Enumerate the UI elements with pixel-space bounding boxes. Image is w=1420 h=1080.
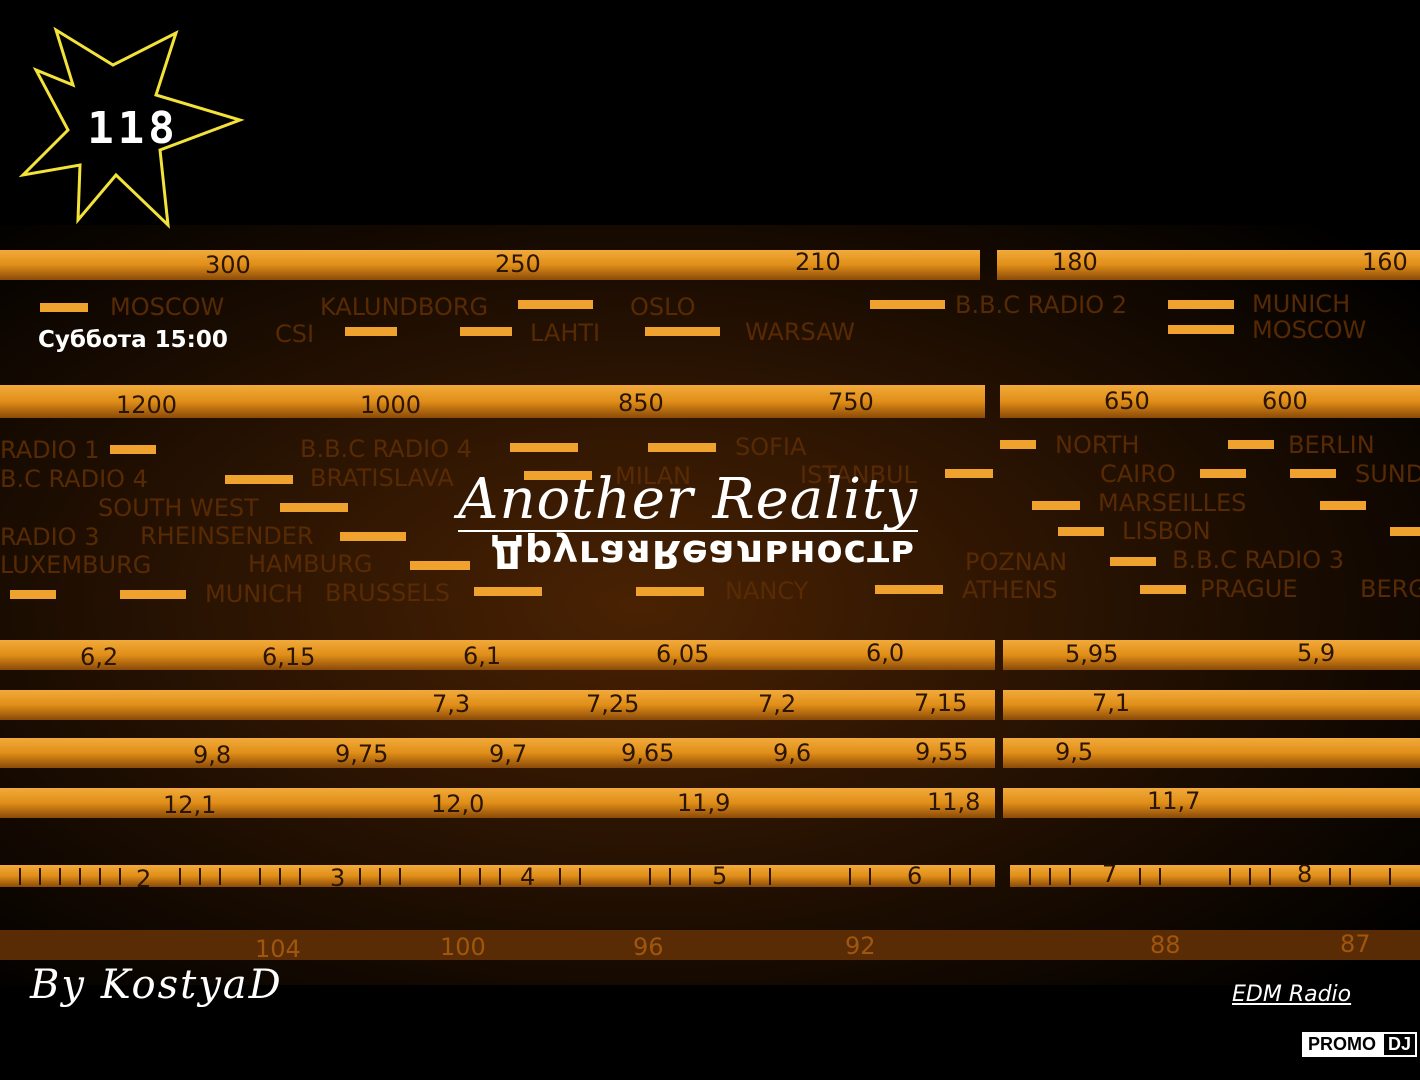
svg-text:LAHTI: LAHTI (530, 319, 600, 347)
svg-text:6,0: 6,0 (866, 639, 904, 667)
svg-text:300: 300 (205, 251, 251, 279)
svg-text:11,8: 11,8 (927, 788, 980, 816)
svg-text:2: 2 (136, 865, 151, 893)
svg-text:6,15: 6,15 (262, 643, 315, 671)
svg-text:7: 7 (1102, 860, 1117, 888)
svg-text:92: 92 (845, 932, 876, 960)
logo-right: DJ (1382, 1032, 1418, 1057)
svg-text:SOFIA: SOFIA (735, 433, 807, 461)
svg-text:6: 6 (907, 862, 922, 890)
svg-text:1200: 1200 (116, 391, 177, 419)
svg-text:LISBON: LISBON (1122, 517, 1211, 545)
svg-text:POZNAN: POZNAN (965, 548, 1067, 576)
svg-text:9,6: 9,6 (773, 739, 811, 767)
svg-text:B.B.C RADIO 3: B.B.C RADIO 3 (1172, 546, 1344, 574)
svg-text:BERLIN: BERLIN (1288, 431, 1375, 459)
svg-text:5,95: 5,95 (1065, 640, 1118, 668)
svg-text:LUXEMBURG: LUXEMBURG (0, 551, 151, 579)
svg-text:9,8: 9,8 (193, 741, 231, 769)
show-title: Another Reality (458, 467, 919, 532)
svg-text:MOSCOW: MOSCOW (110, 293, 224, 321)
svg-text:B.B.C RADIO 2: B.B.C RADIO 2 (955, 291, 1127, 319)
svg-text:4: 4 (520, 863, 535, 891)
svg-text:12,0: 12,0 (431, 790, 484, 818)
svg-text:6,05: 6,05 (656, 640, 709, 668)
svg-text:SOUTH WEST: SOUTH WEST (98, 494, 259, 522)
svg-text:7,1: 7,1 (1092, 689, 1130, 717)
svg-text:MARSEILLES: MARSEILLES (1098, 489, 1246, 517)
svg-text:9,75: 9,75 (335, 740, 388, 768)
svg-text:B.C RADIO 4: B.C RADIO 4 (0, 465, 148, 493)
svg-text:750: 750 (828, 388, 874, 416)
svg-text:600: 600 (1262, 387, 1308, 415)
svg-text:87: 87 (1340, 930, 1371, 958)
svg-text:210: 210 (795, 248, 841, 276)
svg-text:RADIO 1: RADIO 1 (0, 436, 99, 464)
schedule-time: Суббота 15:00 (38, 327, 228, 353)
svg-text:8: 8 (1297, 860, 1312, 888)
svg-text:6,2: 6,2 (80, 643, 118, 671)
svg-text:OSLO: OSLO (630, 293, 696, 321)
svg-text:BERG: BERG (1360, 575, 1420, 603)
station-link[interactable]: EDM Radio (1232, 982, 1352, 1007)
svg-text:ATHENS: ATHENS (962, 576, 1058, 604)
logo-left: PROMO (1302, 1032, 1383, 1057)
episode-number: 118 (87, 103, 179, 154)
svg-text:9,5: 9,5 (1055, 738, 1093, 766)
svg-text:9,55: 9,55 (915, 738, 968, 766)
svg-text:5,9: 5,9 (1297, 639, 1335, 667)
svg-text:250: 250 (495, 250, 541, 278)
show-subtitle: ДругаяReальность (490, 532, 916, 576)
svg-text:1000: 1000 (360, 391, 421, 419)
svg-text:7,15: 7,15 (914, 689, 967, 717)
svg-text:650: 650 (1104, 387, 1150, 415)
svg-text:WARSAW: WARSAW (745, 318, 855, 346)
svg-text:MILAN: MILAN (615, 462, 691, 490)
svg-text:SUND: SUND (1355, 460, 1420, 488)
svg-text:100: 100 (440, 933, 486, 961)
svg-text:PRAGUE: PRAGUE (1200, 575, 1298, 603)
starburst-icon (18, 26, 245, 229)
svg-text:104: 104 (255, 935, 301, 963)
svg-text:7,3: 7,3 (432, 690, 470, 718)
svg-text:96: 96 (633, 933, 664, 961)
svg-text:7,2: 7,2 (758, 690, 796, 718)
svg-text:NORTH: NORTH (1055, 431, 1139, 459)
svg-text:CSI: CSI (275, 320, 314, 348)
svg-text:BRUSSELS: BRUSSELS (325, 579, 450, 607)
svg-text:MOSCOW: MOSCOW (1252, 316, 1366, 344)
svg-text:5: 5 (712, 862, 727, 890)
svg-text:MUNICH: MUNICH (1252, 290, 1350, 318)
svg-text:3: 3 (330, 864, 345, 892)
radio-dial-background: 300 250 210 180 160 1200 1000 850 750 650 600 6,2… (0, 225, 1420, 985)
svg-text:RHEINSENDER: RHEINSENDER (140, 522, 314, 550)
svg-text:RADIO 3: RADIO 3 (0, 523, 99, 551)
svg-text:HAMBURG: HAMBURG (248, 550, 372, 578)
svg-text:CAIRO: CAIRO (1100, 460, 1176, 488)
svg-text:6,1: 6,1 (463, 642, 501, 670)
svg-text:160: 160 (1362, 248, 1408, 276)
svg-text:9,65: 9,65 (621, 739, 674, 767)
svg-text:MUNICH: MUNICH (205, 580, 303, 608)
svg-text:BRATISLAVA: BRATISLAVA (310, 464, 454, 492)
svg-text:11,7: 11,7 (1147, 787, 1200, 815)
svg-text:B.B.C RADIO 4: B.B.C RADIO 4 (300, 435, 472, 463)
svg-text:NANCY: NANCY (725, 577, 809, 605)
svg-text:KALUNDBORG: KALUNDBORG (320, 293, 488, 321)
svg-text:12,1: 12,1 (163, 791, 216, 819)
svg-text:180: 180 (1052, 248, 1098, 276)
svg-text:7,25: 7,25 (586, 690, 639, 718)
svg-text:850: 850 (618, 389, 664, 417)
author-credit: By KostyaD (30, 962, 283, 1008)
svg-text:ISTANBUL: ISTANBUL (800, 461, 918, 489)
episode-badge: 118 (18, 25, 248, 230)
svg-text:9,7: 9,7 (489, 740, 527, 768)
svg-text:11,9: 11,9 (677, 789, 730, 817)
svg-text:88: 88 (1150, 931, 1181, 959)
promodj-logo[interactable]: PROMO DJ (1302, 1032, 1418, 1057)
